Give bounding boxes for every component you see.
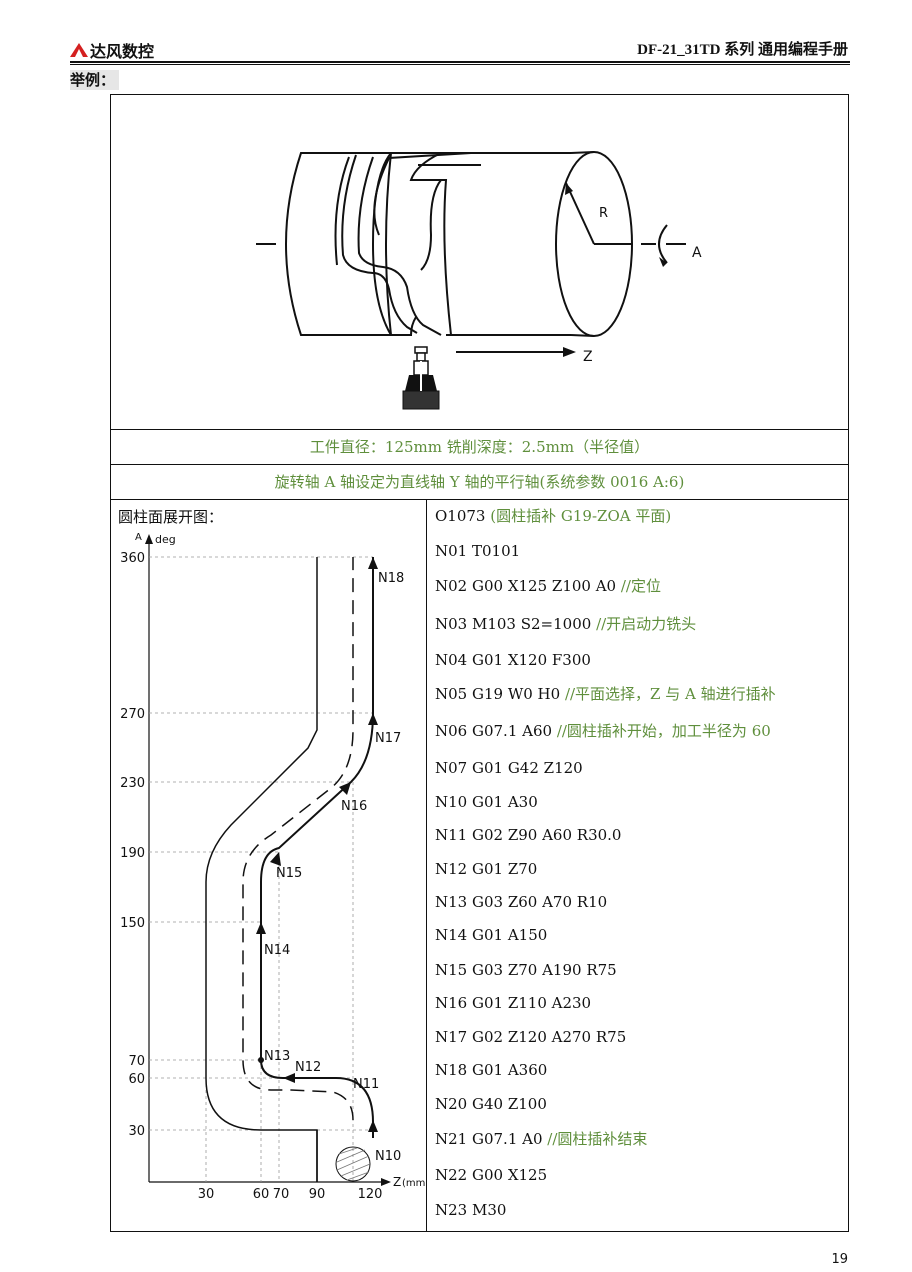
- section-label: 举例：: [70, 70, 120, 90]
- program-line: N14 G01 A150: [435, 925, 547, 945]
- program-code: N13 G03 Z60 A70 R10: [435, 893, 608, 911]
- program-line: N02 G00 X125 Z100 A0 //定位: [435, 576, 661, 596]
- y-tick: 360: [120, 551, 145, 566]
- program-code: N04 G01 X120 F300: [435, 651, 591, 669]
- brand-logo: 达风数控: [70, 38, 154, 62]
- program-line: N01 T0101: [435, 541, 520, 561]
- program-line: N04 G01 X120 F300: [435, 650, 591, 670]
- y-tick: 70: [128, 1054, 145, 1069]
- program-line: N23 M30: [435, 1200, 506, 1220]
- program-comment: //圆柱插补结束: [547, 1130, 648, 1148]
- program-code: N15 G03 Z70 A190 R75: [435, 961, 617, 979]
- workpiece-params: 工件直径：125mm 铣削深度：2.5mm（半径值）: [309, 438, 650, 456]
- program-title-comment: (圆柱插补 G19-ZOA 平面): [490, 507, 672, 525]
- program-line: N16 G01 Z110 A230: [435, 993, 591, 1013]
- axis-a-label: A: [692, 245, 702, 261]
- table-divider: [110, 499, 849, 500]
- program-line: N10 G01 A30: [435, 792, 538, 812]
- header-rule-thin: [70, 64, 850, 65]
- program-line: N20 G40 Z100: [435, 1094, 547, 1114]
- table-column-divider: [426, 499, 427, 1232]
- x-tick: 60: [253, 1187, 270, 1202]
- table-divider: [110, 464, 849, 465]
- program-code: N03 M103 S2=1000: [435, 615, 597, 633]
- program-code: N07 G01 G42 Z120: [435, 759, 583, 777]
- block-label-n14: N14: [264, 943, 290, 958]
- program-code: N23 M30: [435, 1201, 507, 1219]
- program-comment: //开启动力铣头: [596, 615, 697, 633]
- example-table: [110, 94, 849, 1232]
- program-number: O1073: [435, 507, 486, 525]
- block-label-n15: N15: [276, 866, 302, 881]
- x-tick: 90: [309, 1187, 326, 1202]
- y-tick: 270: [120, 707, 145, 722]
- block-label-n17: N17: [375, 731, 401, 746]
- program-line: N03 M103 S2=1000 //开启动力铣头: [435, 614, 696, 634]
- program-line: N05 G19 W0 H0 //平面选择，Z 与 A 轴进行插补: [435, 684, 776, 704]
- program-comment: //定位: [620, 577, 661, 595]
- program-line: N21 G07.1 A0 //圆柱插补结束: [435, 1129, 647, 1149]
- brand-triangle-icon: [70, 43, 88, 57]
- y-tick: 150: [120, 916, 145, 931]
- block-label-n11: N11: [353, 1077, 379, 1092]
- program-code: N17 G02 Z120 A270 R75: [435, 1028, 627, 1046]
- program-code: N21 G07.1 A0: [435, 1130, 548, 1148]
- program-line: N11 G02 Z90 A60 R30.0: [435, 825, 621, 845]
- y-tick: 30: [128, 1124, 145, 1139]
- y-tick: 60: [128, 1072, 145, 1087]
- workpiece-diagram: R A Z: [256, 151, 702, 410]
- program-code: N10 G01 A30: [435, 793, 538, 811]
- program-title: O1073 (圆柱插补 G19-ZOA 平面): [435, 506, 671, 526]
- program-code: N12 G01 Z70: [435, 860, 538, 878]
- program-code: N05 G19 W0 H0: [435, 685, 565, 703]
- block-label-n12: N12: [295, 1060, 321, 1075]
- program-code: N20 G40 Z100: [435, 1095, 547, 1113]
- program-code: N11 G02 Z90 A60 R30.0: [435, 826, 622, 844]
- block-label-n10: N10: [375, 1149, 401, 1164]
- brand-name: 达风数控: [90, 42, 155, 61]
- program-line: N13 G03 Z60 A70 R10: [435, 892, 607, 912]
- program-code: N22 G00 X125: [435, 1166, 548, 1184]
- header-rule: [70, 61, 850, 63]
- x-tick: 120: [358, 1187, 383, 1202]
- axis-param: 旋转轴 A 轴设定为直线轴 Y 轴的平行轴(系统参数 0016 A:6): [274, 473, 685, 491]
- program-line: N18 G01 A360: [435, 1060, 547, 1080]
- y-axis-label: A: [135, 532, 142, 543]
- program-line: N17 G02 Z120 A270 R75: [435, 1027, 626, 1047]
- x-axis-unit: (mm): [402, 1178, 425, 1189]
- block-label-n16: N16: [341, 799, 367, 814]
- program-comment: //平面选择，Z 与 A 轴进行插补: [564, 685, 776, 703]
- y-tick: 190: [120, 846, 145, 861]
- program-code: N18 G01 A360: [435, 1061, 548, 1079]
- block-label-n13: N13: [264, 1049, 290, 1064]
- unrolled-diagram: A deg 360 270 230 190 150 70 60 30 30 60…: [120, 532, 425, 1202]
- program-code: N02 G00 X125 Z100 A0: [435, 577, 621, 595]
- radius-label: R: [599, 206, 608, 221]
- page-header: 达风数控 DF-21_31TD 系列 通用编程手册: [70, 34, 850, 62]
- y-axis-unit: deg: [155, 533, 176, 546]
- program-line: N22 G00 X125: [435, 1165, 547, 1185]
- program-comment: //圆柱插补开始，加工半径为 60: [556, 722, 771, 740]
- program-line: N15 G03 Z70 A190 R75: [435, 960, 617, 980]
- x-tick: 70: [273, 1187, 290, 1202]
- program-code: N16 G01 Z110 A230: [435, 994, 592, 1012]
- axis-z-label: Z: [583, 349, 593, 365]
- program-code: N06 G07.1 A60: [435, 722, 557, 740]
- milling-tool-icon: [402, 346, 440, 410]
- page-number: 19: [831, 1252, 848, 1267]
- program-code: N01 T0101: [435, 542, 521, 560]
- block-label-n18: N18: [378, 571, 404, 586]
- y-tick: 230: [120, 776, 145, 791]
- x-axis-label: Z: [393, 1175, 401, 1189]
- program-line: N06 G07.1 A60 //圆柱插补开始，加工半径为 60: [435, 721, 771, 741]
- program-line: N07 G01 G42 Z120: [435, 758, 583, 778]
- x-tick: 30: [198, 1187, 215, 1202]
- unrolled-title: 圆柱面展开图：: [118, 508, 224, 526]
- program-code: N14 G01 A150: [435, 926, 548, 944]
- program-line: N12 G01 Z70: [435, 859, 537, 879]
- doc-title: DF-21_31TD 系列 通用编程手册: [637, 42, 848, 58]
- table-divider: [110, 429, 849, 430]
